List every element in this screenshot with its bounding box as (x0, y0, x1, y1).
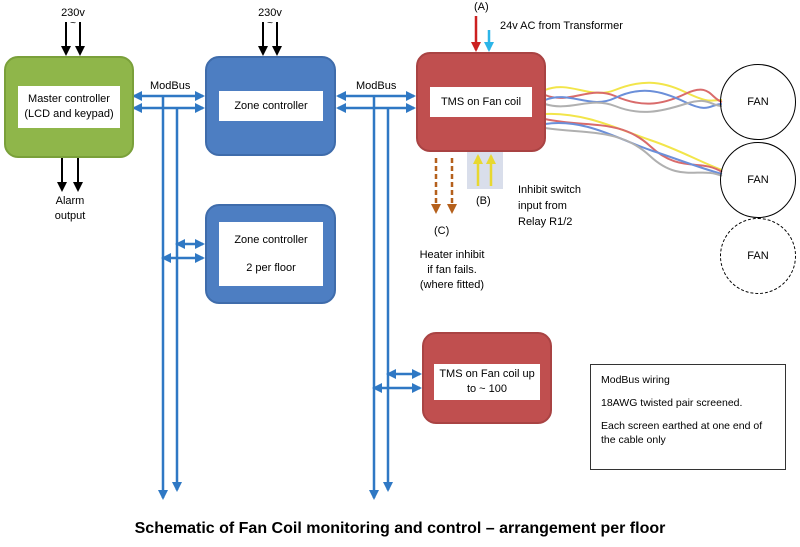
legend-title: ModBus wiring (601, 374, 670, 386)
tms-fan-coil: TMS on Fan coil (416, 52, 546, 152)
fan-2-label: FAN (747, 174, 769, 186)
alarm-output-label: Alarm output (40, 194, 100, 224)
heater-inhibit-arrows (431, 158, 457, 214)
fan-3-optional: FAN (720, 218, 796, 294)
alarm-output-arrows (57, 158, 83, 192)
legend-line2: Each screen earthed at one end of the ca… (601, 420, 763, 446)
fan-cables (544, 81, 723, 177)
tms-upto-line1: TMS on Fan coil up (439, 368, 535, 380)
modbus-link-master-zone (132, 91, 205, 500)
heater-inhibit-label: Heater inhibit if fan fails. (where fitt… (402, 248, 502, 293)
fan-1-label: FAN (747, 96, 769, 108)
master-controller-title: Master controller (28, 93, 110, 105)
label-c: (C) (434, 225, 450, 237)
zone-controller-2-title: Zone controller (234, 234, 308, 246)
zone-controller-2: Zone controller 2 per floor (205, 204, 336, 304)
zone-controller-1-title: Zone controller (234, 99, 308, 112)
inhibit-switch-label: Inhibit switch input from Relay R1/2 (518, 182, 581, 230)
master-power-voltage: 230v (61, 7, 85, 19)
fan-3-label: FAN (747, 250, 769, 262)
tms-fan-coil-title: TMS on Fan coil (440, 95, 522, 108)
zone-power-voltage: 230v (258, 7, 282, 19)
inhibit-switch-arrows (473, 154, 496, 186)
heater-inhibit-line2: if fan fails. (427, 264, 477, 276)
inhibit-switch-line2: input from (518, 200, 567, 212)
label-a: (A) (474, 1, 489, 13)
fan-2: FAN (720, 142, 796, 218)
heater-inhibit-line3: (where fitted) (419, 279, 485, 291)
modbus-link-zone-tms (336, 91, 422, 500)
heater-inhibit-line1: Heater inhibit (419, 249, 485, 261)
zone-power-ac-symbol: ~ (267, 18, 273, 29)
alarm-line2: output (54, 210, 86, 222)
master-controller-subtitle: (LCD and keypad) (24, 108, 114, 120)
tms-fan-coil-upto: TMS on Fan coil up to ~ 100 (422, 332, 552, 424)
tms-fan-coil-label: TMS on Fan coil (430, 87, 532, 117)
inhibit-switch-line1: Inhibit switch (518, 184, 581, 196)
tms-upto-line2: to ~ 100 (466, 383, 508, 395)
zone-controller-1: Zone controller (205, 56, 336, 156)
zone-controller-1-label: Zone controller (219, 91, 323, 121)
tms-fan-coil-upto-label: TMS on Fan coil up to ~ 100 (434, 364, 540, 400)
inhibit-switch-highlight (467, 151, 503, 189)
master-power-ac-symbol: ~ (70, 18, 76, 29)
modbus-label-1: ModBus (150, 80, 191, 92)
modbus-label-2: ModBus (356, 80, 397, 92)
inhibit-switch-line3: Relay R1/2 (518, 216, 573, 228)
zone-controller-2-label: Zone controller 2 per floor (219, 222, 323, 286)
fan-1: FAN (720, 64, 796, 140)
zone-power-arrows (258, 22, 282, 56)
master-power-arrows (61, 22, 85, 56)
zone-controller-2-subtitle: 2 per floor (246, 262, 296, 274)
master-controller-label: Master controller (LCD and keypad) (18, 86, 120, 128)
transformer-supply-label: 24v AC from Transformer (500, 20, 623, 32)
master-controller: Master controller (LCD and keypad) (4, 56, 134, 158)
diagram-caption: Schematic of Fan Coil monitoring and con… (134, 520, 666, 537)
legend-line1: 18AWG twisted pair screened. (601, 397, 743, 409)
label-b: (B) (476, 195, 491, 207)
modbus-wiring-legend: ModBus wiring 18AWG twisted pair screene… (590, 364, 786, 470)
alarm-line1: Alarm (55, 195, 85, 207)
